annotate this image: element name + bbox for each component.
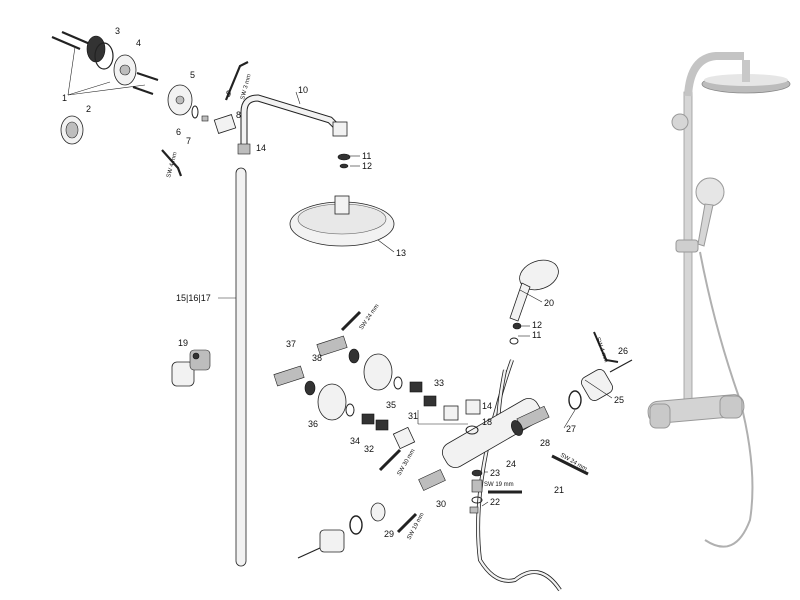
callout-number: 36 [308, 419, 318, 429]
callout-number: 8 [236, 110, 241, 120]
callout-number: 14 [482, 401, 492, 411]
product-render [647, 52, 791, 548]
wrench-size-label: SW 19 mm [484, 482, 514, 488]
callout-number: 21 [554, 485, 564, 495]
callout-number: 11 [362, 151, 371, 161]
wrench-size-label: SW 24 mm [359, 303, 381, 331]
callout-number: 1 [62, 93, 67, 103]
callout-number: 6 [176, 127, 181, 137]
callout-number: 10 [298, 85, 308, 95]
callout-number: 20 [544, 298, 554, 308]
wrench-size-label: SW 30 mm [397, 448, 417, 477]
callout-number: 24 [506, 459, 516, 469]
wall-bracket-group: SW 3 mm SW 4 mm [51, 30, 253, 179]
callout-number: 2 [86, 104, 91, 114]
callout-number: 13 [396, 248, 406, 258]
callout-number: 3 [115, 26, 120, 36]
callout-number: 31 [408, 411, 418, 421]
connector-group [273, 335, 481, 450]
callout-number: 23 [490, 468, 500, 478]
flow-knob [319, 529, 345, 553]
callout-number: 27 [566, 424, 576, 434]
shower-arm-group [235, 94, 395, 567]
callout-number: 7 [186, 136, 191, 146]
callout-number: 34 [350, 436, 360, 446]
callout-number: 14 [256, 143, 266, 153]
callout-number: 22 [490, 497, 500, 507]
callout-number: 33 [434, 378, 444, 388]
thermostat-group [297, 359, 633, 559]
callout-number: 30 [436, 499, 446, 509]
callout-number: 9 [226, 89, 231, 99]
callout-number: 19 [178, 338, 188, 348]
callout-number: 29 [384, 529, 394, 539]
callout-labels: 3 4 1 2 5 6 7 8 9 10 11 12 13 14 15|16|1… [62, 26, 628, 539]
callout-number: 12 [362, 161, 372, 171]
temperature-knob [581, 369, 613, 401]
callout-number: 37 [286, 339, 296, 349]
callout-number: 18 [482, 417, 492, 427]
callout-number: 4 [136, 38, 141, 48]
wrench-size-label: SW 19 mm [406, 512, 425, 541]
callout-number: 32 [364, 444, 374, 454]
callout-number: 15|16|17 [176, 293, 211, 303]
leader-lines [218, 91, 613, 507]
callout-number: 26 [618, 346, 628, 356]
thermostat-body [441, 398, 543, 468]
callout-number: 11 [532, 330, 541, 340]
callout-number: 28 [540, 438, 550, 448]
callout-number: 12 [532, 320, 542, 330]
rail-slider-group [171, 349, 211, 387]
callout-number: 35 [386, 400, 396, 410]
wrench-size-label: SW 4 mm [594, 337, 609, 364]
riser-rail [235, 167, 247, 567]
callout-number: 25 [614, 395, 624, 405]
callout-number: 5 [190, 70, 195, 80]
hand-shower-head [519, 259, 559, 291]
callout-number: 38 [312, 353, 322, 363]
